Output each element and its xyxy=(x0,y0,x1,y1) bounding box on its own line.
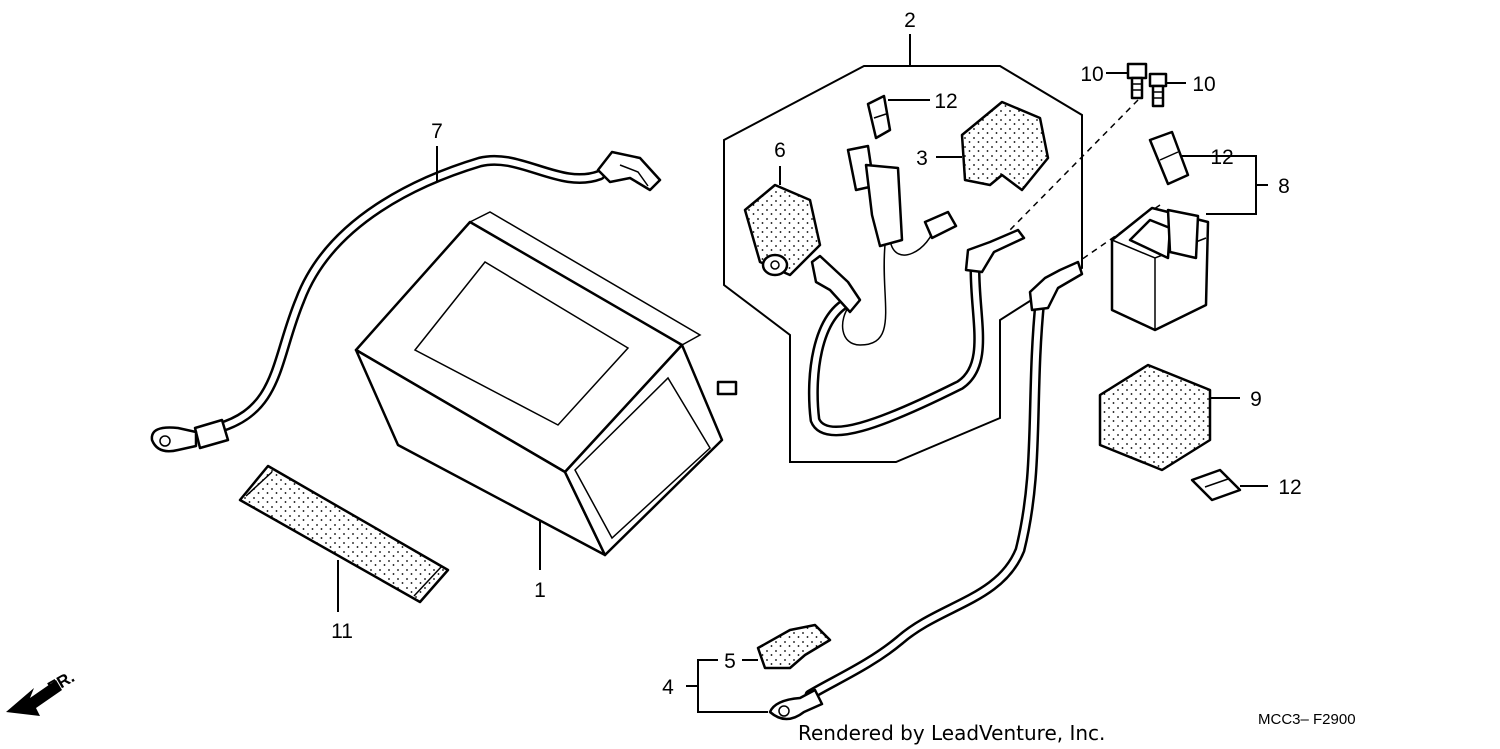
battery xyxy=(354,211,738,557)
bolt xyxy=(1148,72,1168,108)
harness-group-outline xyxy=(723,65,1083,463)
callout-12: 12 xyxy=(934,90,957,113)
rubber-boot xyxy=(743,183,822,277)
callout-9: 9 xyxy=(1250,388,1262,411)
bolt xyxy=(1126,62,1148,100)
starter-relay xyxy=(1110,206,1210,332)
callout-4: 4 xyxy=(662,676,674,699)
callout-10: 10 xyxy=(1080,63,1103,86)
positive-cable xyxy=(768,260,1084,721)
callout-5: 5 xyxy=(724,650,736,673)
callout-2: 2 xyxy=(904,9,916,32)
leader-lines xyxy=(337,34,1268,713)
fuse xyxy=(1148,130,1190,186)
diagram-code: MCC3– F2900 xyxy=(1258,711,1356,728)
harness-cables xyxy=(807,144,1026,437)
harness-cover xyxy=(960,100,1050,192)
guide-line xyxy=(1007,99,1139,233)
front-direction-arrow-icon xyxy=(6,680,62,716)
callout-12: 12 xyxy=(1210,146,1233,169)
render-credit: Rendered by LeadVenture, Inc. xyxy=(798,721,1105,745)
callout-3: 3 xyxy=(916,147,928,170)
terminal-cap xyxy=(756,623,832,670)
callout-6: 6 xyxy=(774,139,786,162)
relay-cover xyxy=(1098,363,1212,472)
fuse xyxy=(1190,468,1242,502)
callout-11: 11 xyxy=(331,620,353,643)
callout-10: 10 xyxy=(1192,73,1215,96)
negative-cable xyxy=(150,150,662,453)
callout-12: 12 xyxy=(1278,476,1301,499)
callout-1: 1 xyxy=(534,579,546,602)
fuse xyxy=(866,94,892,140)
callout-8: 8 xyxy=(1278,175,1290,198)
callout-7: 7 xyxy=(431,120,443,143)
battery-strap xyxy=(238,464,450,604)
